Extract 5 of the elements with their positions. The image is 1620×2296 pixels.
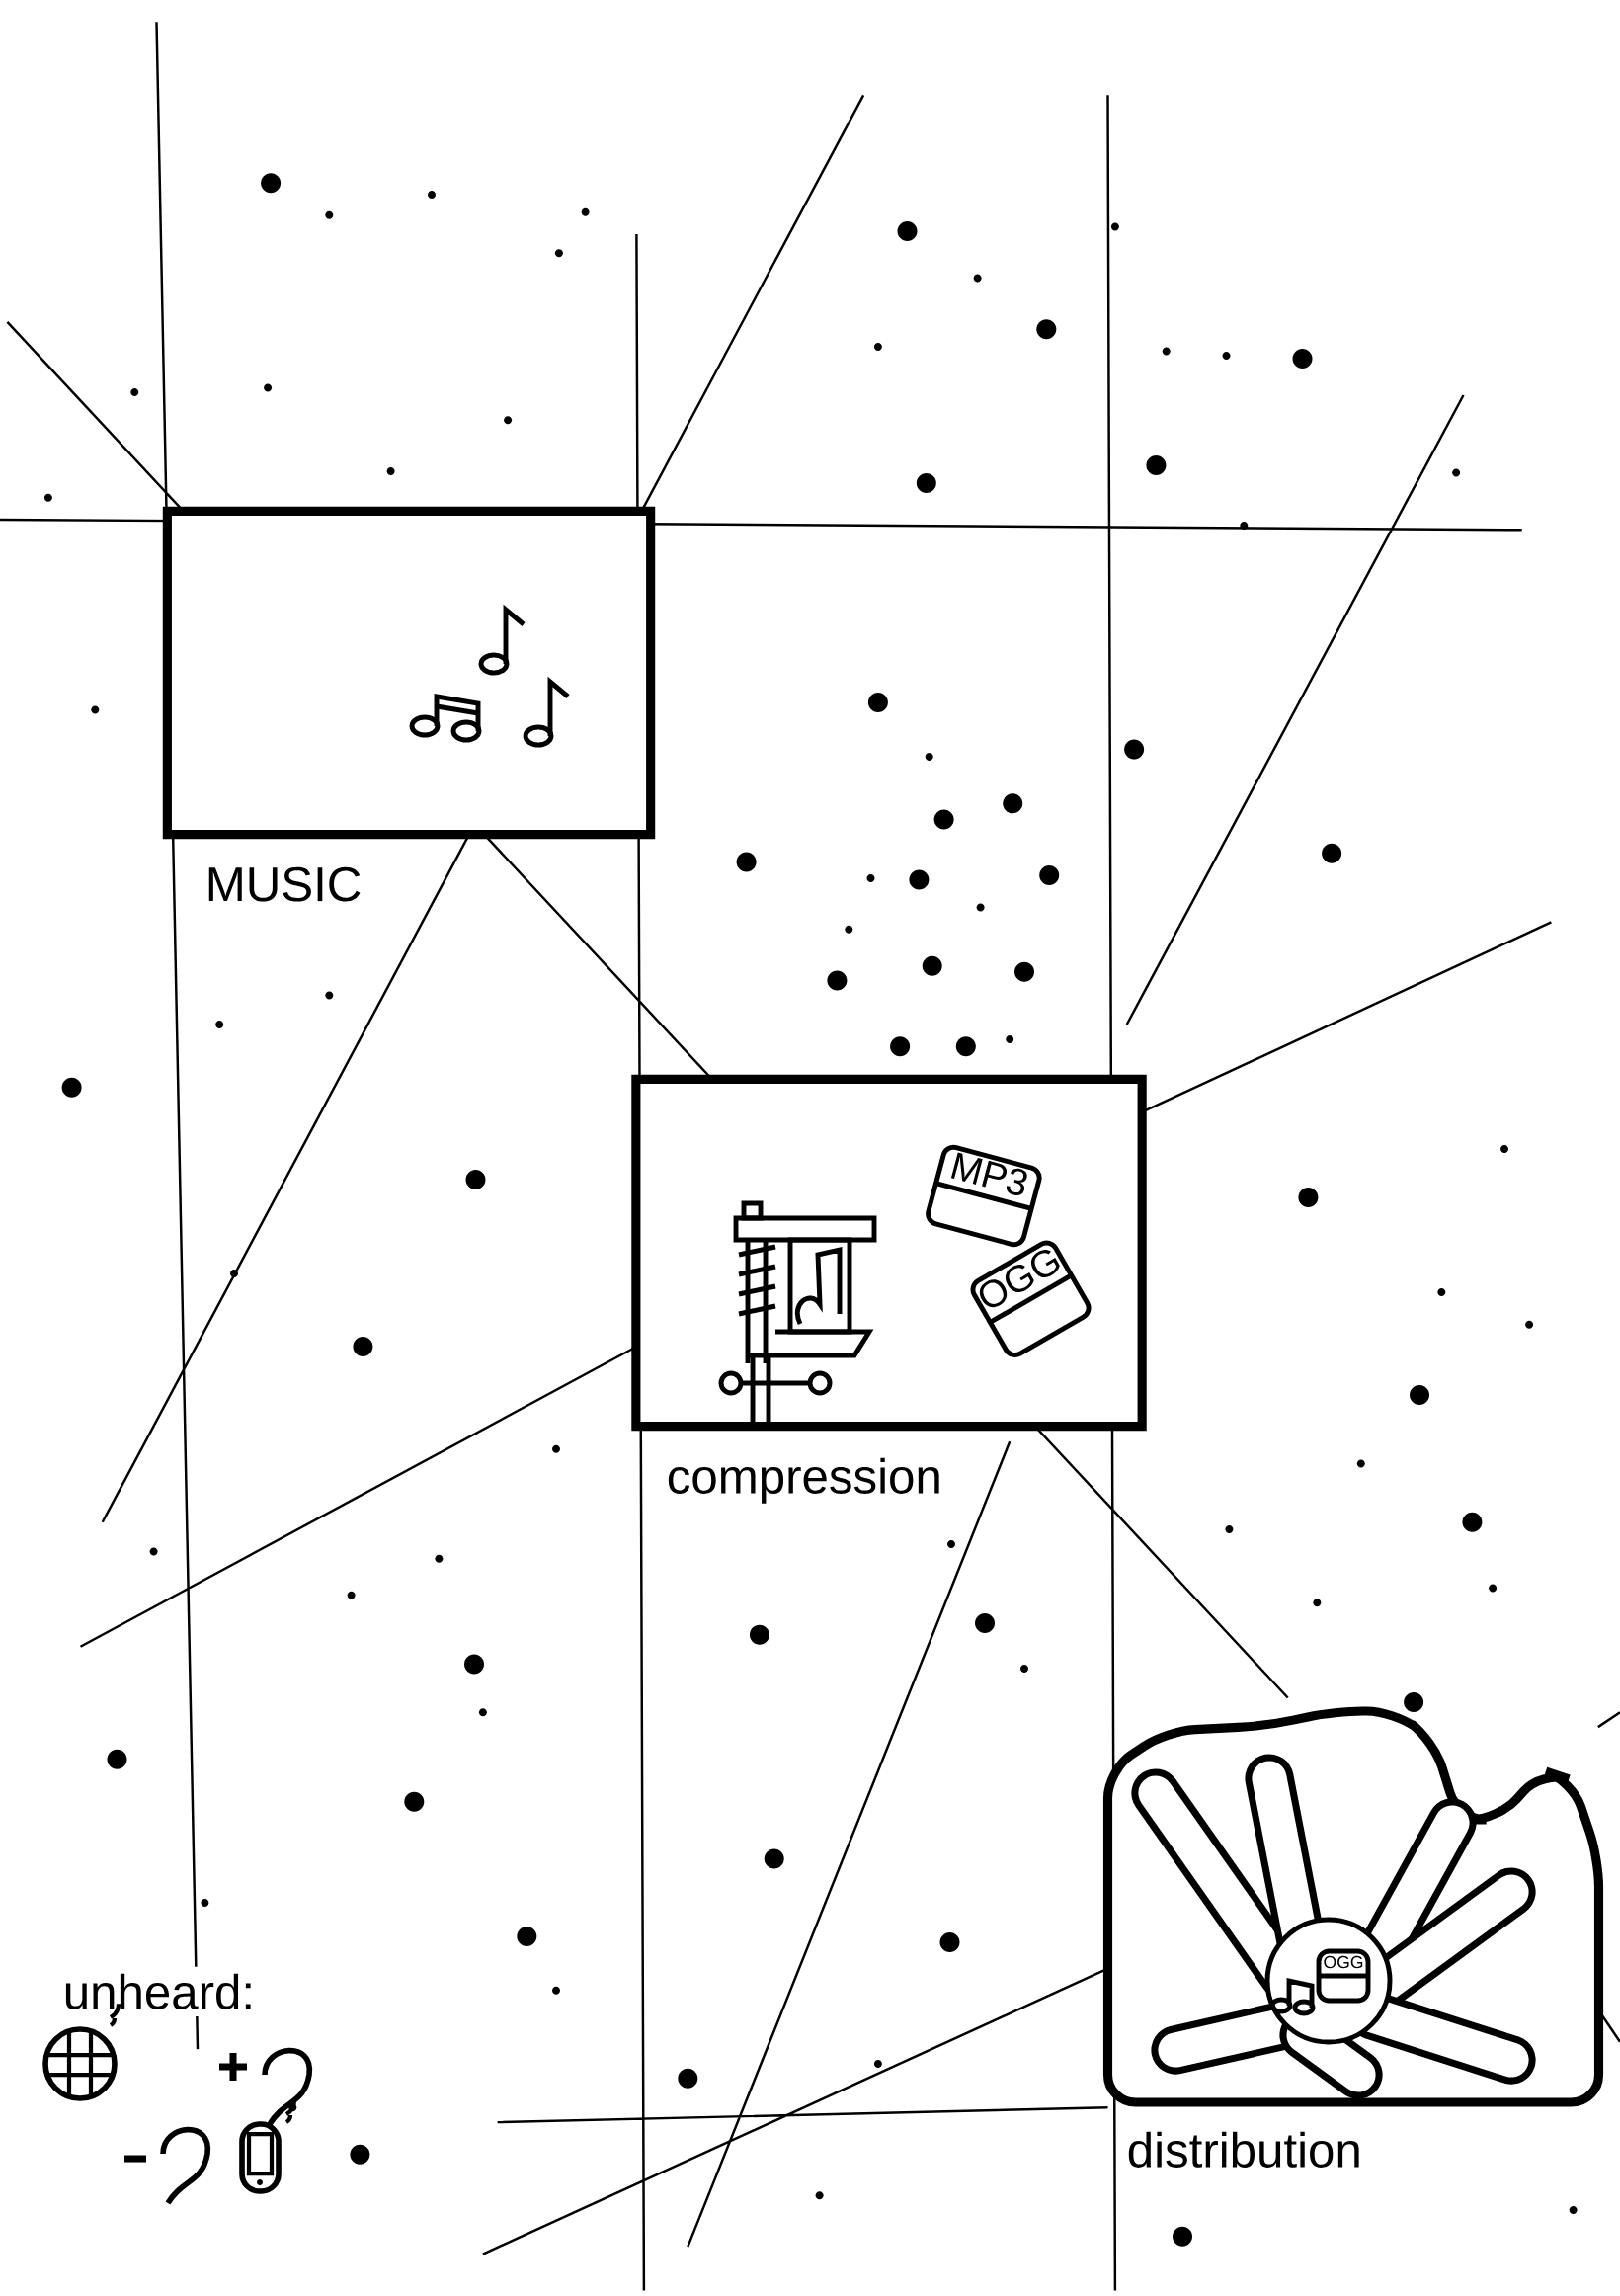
node-label: MUSIC	[208, 866, 361, 902]
legend-heading: unheard:	[55, 1966, 263, 2016]
sketch-box: MUSIC	[162, 506, 656, 909]
node-label: distribution	[1128, 2131, 1359, 2168]
node-label: compression	[668, 1457, 939, 1504]
